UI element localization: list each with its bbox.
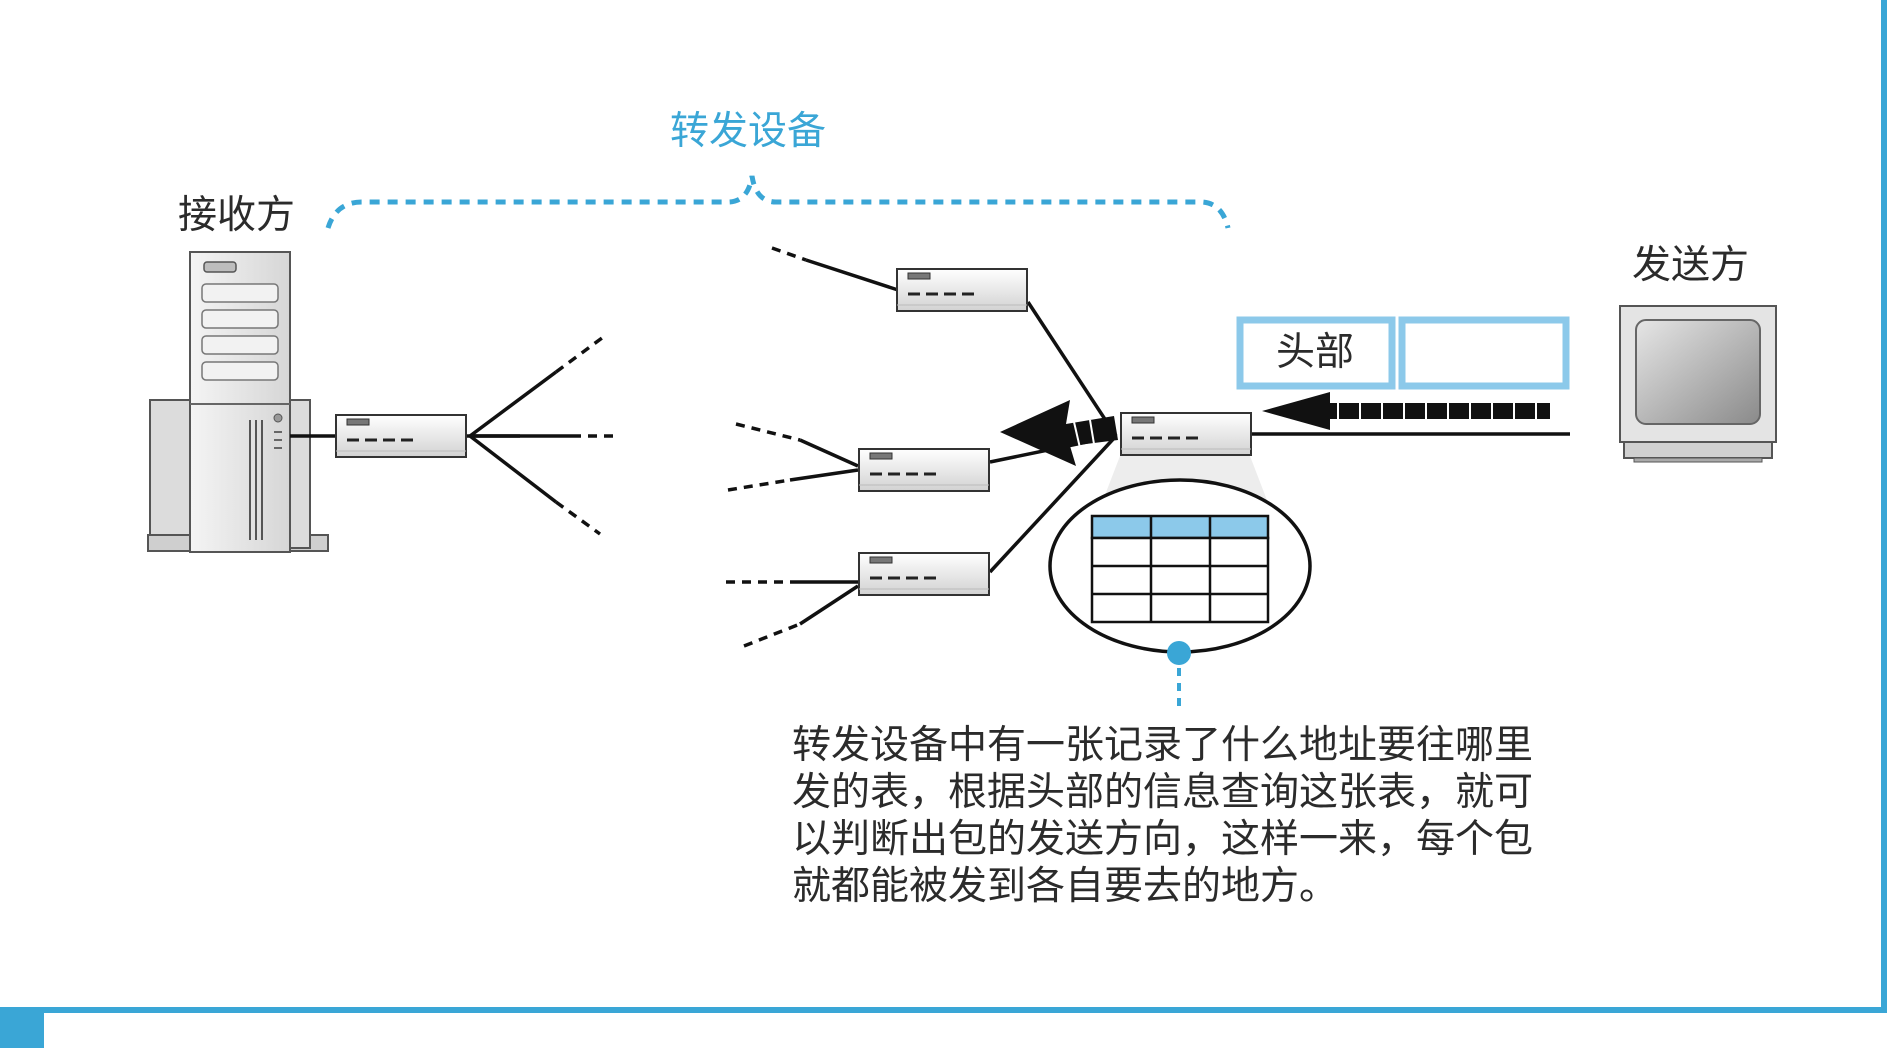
server-icon: [147, 251, 329, 553]
receiver-label: 接收方: [178, 193, 296, 238]
packet-icon: [1236, 316, 1570, 390]
outgoing-arrow-icon: [1000, 400, 1118, 466]
header-label: 头部: [1276, 330, 1355, 375]
forwarding-device-label: 转发设备: [670, 109, 827, 154]
network-links: [290, 258, 1570, 626]
network-links-dashed: [554, 246, 807, 648]
router-icon: [1120, 412, 1252, 456]
routing-table-icon: [1048, 456, 1312, 654]
callout-pointer: [1167, 641, 1191, 712]
router-icon: [858, 552, 990, 596]
incoming-arrow-icon: [1262, 392, 1550, 430]
router-icon: [896, 268, 1028, 312]
sender-label: 发送方: [1632, 243, 1750, 288]
caption-text: 转发设备中有一张记录了什么地址要往哪里 发的表，根据头部的信息查询这张表，就可 …: [792, 723, 1534, 909]
monitor-icon: [1619, 305, 1777, 463]
forwarding-brace: [325, 175, 1231, 229]
router-icon: [858, 448, 990, 492]
router-icon: [335, 414, 467, 458]
